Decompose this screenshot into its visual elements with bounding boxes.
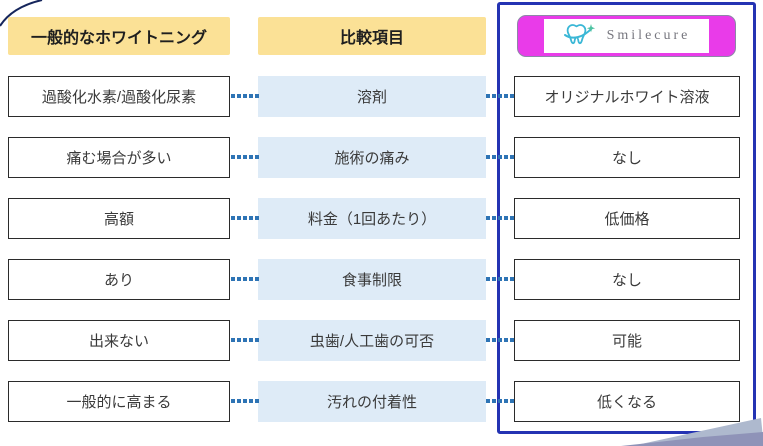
smilecure-value: 可能	[514, 320, 740, 361]
dotted-connector-right	[486, 216, 514, 221]
table-row: 痛む場合が多い 施術の痛み なし	[0, 137, 763, 178]
dotted-connector-left	[231, 155, 259, 160]
table-row: 一般的に高まる 汚れの付着性 低くなる	[0, 381, 763, 422]
dotted-connector-left	[231, 94, 259, 99]
header-comparison-item: 比較項目	[258, 17, 486, 55]
swoosh-decoration	[621, 418, 763, 446]
dotted-connector-right	[486, 399, 514, 404]
generic-whitening-value: あり	[8, 259, 230, 300]
generic-whitening-value: 過酸化水素/過酸化尿素	[8, 76, 230, 117]
smilecure-value: なし	[514, 259, 740, 300]
smilecure-value: 低くなる	[514, 381, 740, 422]
table-row: 高額 料金（1回あたり） 低価格	[0, 198, 763, 239]
comparison-item-label: 料金（1回あたり）	[258, 198, 486, 239]
smilecure-value: なし	[514, 137, 740, 178]
smilecure-value: 低価格	[514, 198, 740, 239]
smilecure-logo-inner: Smilecure	[544, 19, 709, 53]
dotted-connector-right	[486, 277, 514, 282]
comparison-item-label: 食事制限	[258, 259, 486, 300]
dotted-connector-left	[231, 277, 259, 282]
generic-whitening-value: 一般的に高まる	[8, 381, 230, 422]
smilecure-logo-badge: Smilecure	[517, 15, 736, 57]
brand-name: Smilecure	[606, 28, 691, 43]
comparison-item-label: 施術の痛み	[258, 137, 486, 178]
dotted-connector-left	[231, 338, 259, 343]
generic-whitening-value: 出来ない	[8, 320, 230, 361]
header-generic-whitening: 一般的なホワイトニング	[8, 17, 230, 55]
comparison-item-label: 虫歯/人工歯の可否	[258, 320, 486, 361]
generic-whitening-value: 高額	[8, 198, 230, 239]
table-row: あり 食事制限 なし	[0, 259, 763, 300]
comparison-item-label: 溶剤	[258, 76, 486, 117]
comparison-rows: 過酸化水素/過酸化尿素 溶剤 オリジナルホワイト溶液 痛む場合が多い 施術の痛み	[0, 76, 763, 422]
tooth-icon	[563, 24, 595, 45]
dotted-connector-right	[486, 155, 514, 160]
dotted-connector-right	[486, 338, 514, 343]
smilecure-value: オリジナルホワイト溶液	[514, 76, 740, 117]
dotted-connector-right	[486, 94, 514, 99]
generic-whitening-value: 痛む場合が多い	[8, 137, 230, 178]
corner-arc-decoration	[0, 0, 43, 27]
table-row: 出来ない 虫歯/人工歯の可否 可能	[0, 320, 763, 361]
dotted-connector-left	[231, 399, 259, 404]
comparison-item-label: 汚れの付着性	[258, 381, 486, 422]
dotted-connector-left	[231, 216, 259, 221]
table-row: 過酸化水素/過酸化尿素 溶剤 オリジナルホワイト溶液	[0, 76, 763, 117]
